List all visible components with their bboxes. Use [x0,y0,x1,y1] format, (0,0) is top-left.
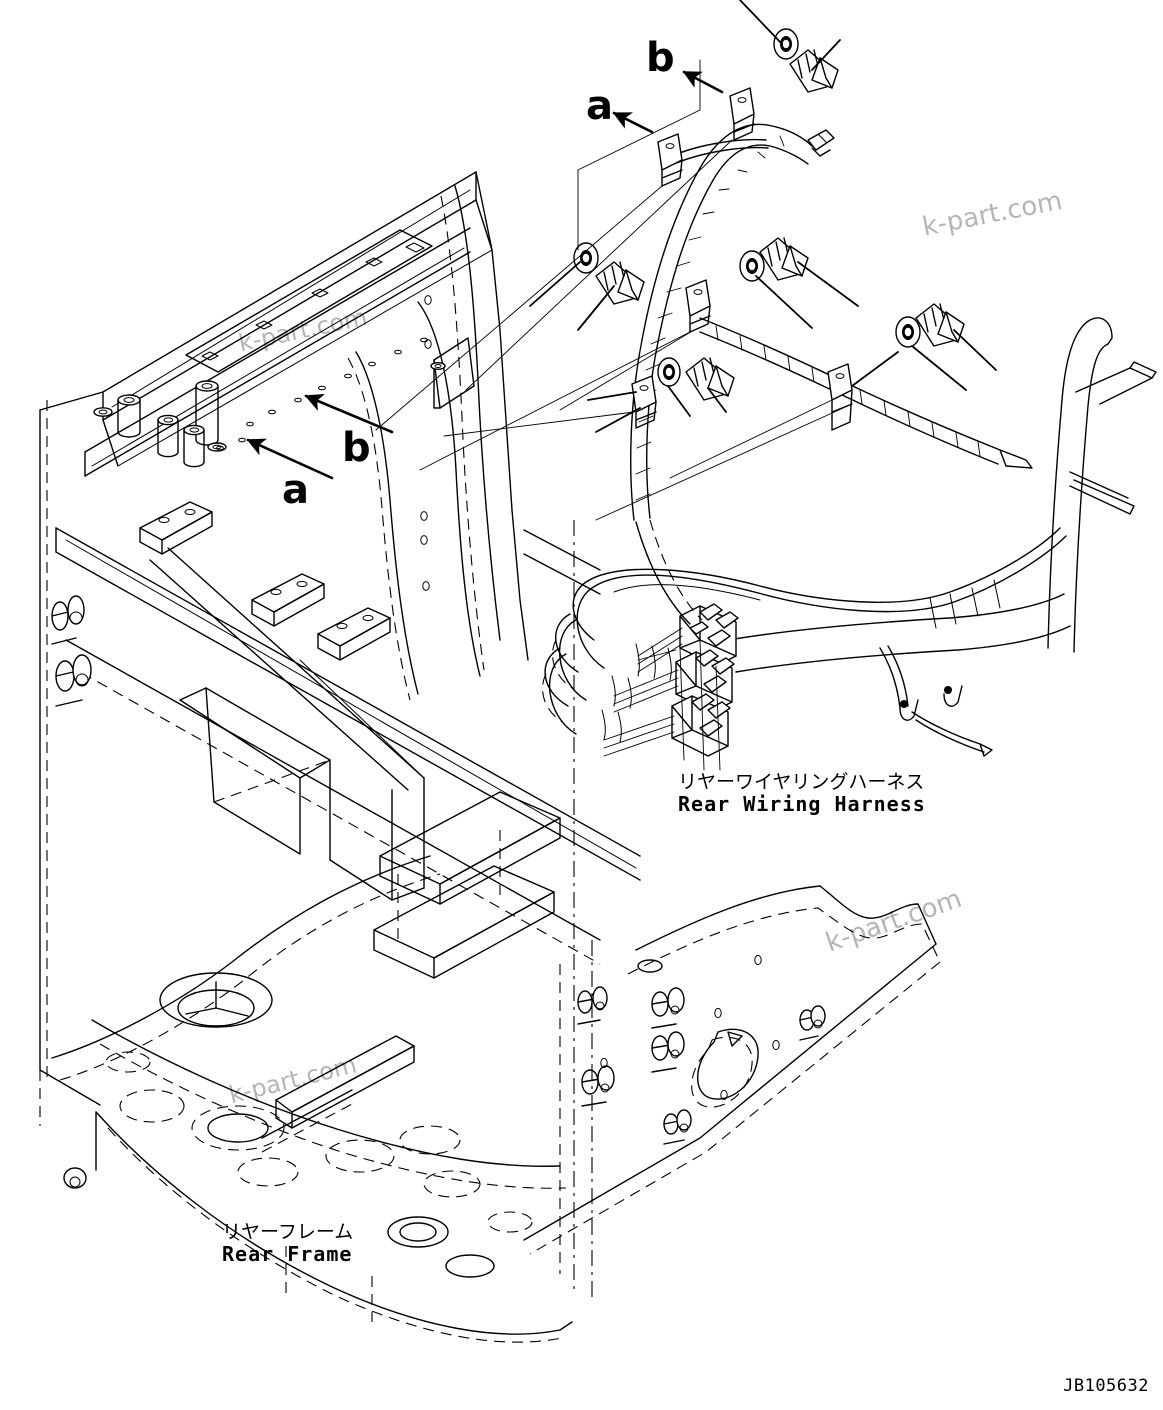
clamp-bracket-upper-left [657,133,683,187]
harness-connector-block [603,603,739,771]
flat-washer-4 [657,357,681,387]
hex-bolt-1 [789,49,839,93]
flat-washer-2 [573,242,599,274]
callout-letter-a-top: a [586,83,613,129]
hex-bolt-4 [685,357,735,401]
right-plate-bosses [577,954,826,1145]
fasteners [375,0,997,521]
label-rear-wiring-harness-jp: リヤーワイヤリングハーネス [678,771,925,793]
label-rear-wiring-harness: リヤーワイヤリングハーネス Rear Wiring Harness [678,771,926,817]
hydraulic-hose-bundle [542,527,1071,771]
base-plate-holes [105,1051,533,1278]
label-rear-frame-jp: リヤーフレーム [222,1221,354,1243]
hex-bolt-5 [915,303,965,347]
label-rear-frame-en: Rear Frame [222,1242,353,1267]
callout-letter-b-left: b [342,425,371,471]
left-face-bushings [51,595,92,1189]
hex-bolt-2 [595,261,645,305]
callout-arrows [246,70,724,480]
clamp-bracket-upper-right [729,87,755,141]
frame-pipe [1047,317,1157,653]
callout-letter-a-left: a [282,467,309,513]
callout-letter-b-top: b [646,35,675,81]
frame-pads [139,501,391,661]
flat-washer-5 [895,316,921,348]
part-number-footer: JB105632 [1063,1376,1149,1396]
label-rear-wiring-harness-en: Rear Wiring Harness [678,792,926,817]
label-rear-frame: リヤーフレーム Rear Frame [222,1221,354,1267]
flat-washer-1 [773,28,799,60]
deck-small-holes [216,295,432,591]
clamp-bracket-lower-left [631,375,657,429]
hex-bolt-3 [759,237,809,281]
clamp-bracket-right [827,363,853,431]
rear-wiring-harness [630,87,1033,625]
rear-frame-weldment [39,171,1157,1343]
flat-washer-3 [739,250,765,282]
clamp-bracket-mid [685,279,711,333]
